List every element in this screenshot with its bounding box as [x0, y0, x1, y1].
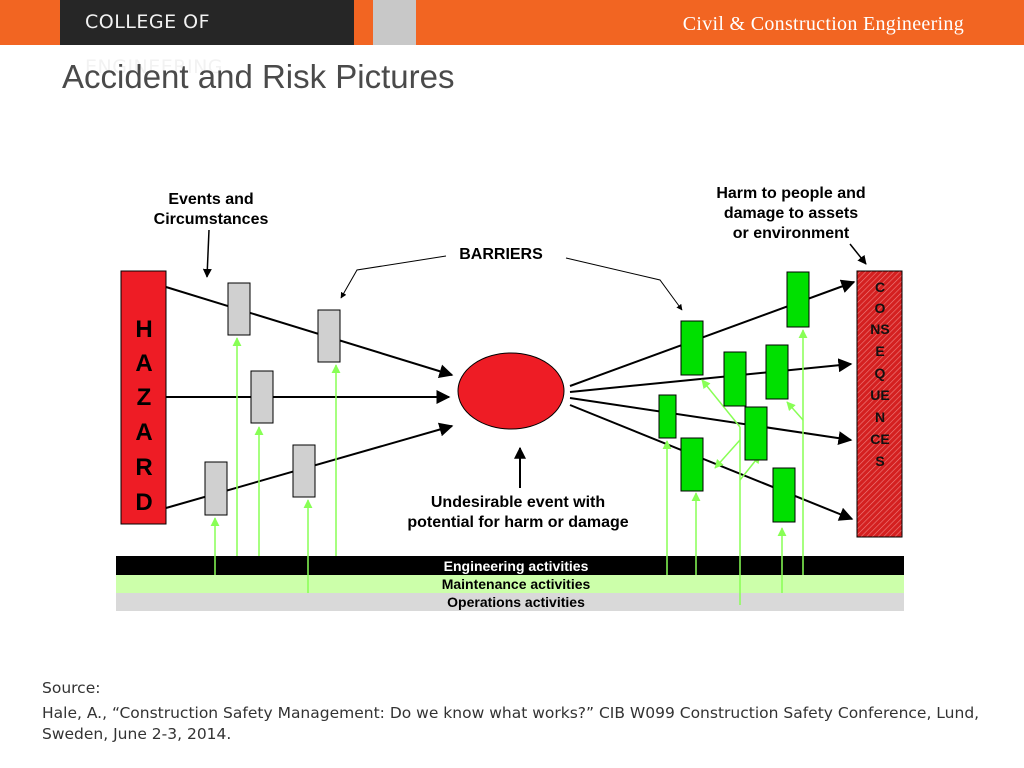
- mitigating-barrier: [765, 344, 789, 400]
- consequences-letter: C: [875, 279, 885, 295]
- harm-pointer: [849, 243, 867, 265]
- preventive-barrier: [317, 309, 341, 363]
- barriers-pointer-left: [340, 255, 447, 299]
- consequence-arrow: [569, 358, 853, 393]
- consequences-letter: Q: [875, 365, 886, 381]
- department-name: Civil & Construction Engineering: [682, 13, 964, 35]
- mitigating-barrier: [680, 437, 704, 492]
- engineering-label: Engineering activities: [444, 558, 589, 574]
- hazard-letter: D: [135, 489, 152, 516]
- preventive-barrier: [250, 370, 274, 424]
- hazard-letter: R: [135, 454, 152, 481]
- source-label: Source:: [42, 679, 101, 697]
- consequences-letter: S: [875, 453, 884, 469]
- undesirable-label-line2: potential for harm or damage: [407, 514, 628, 531]
- engineering-band: [116, 556, 904, 575]
- consequences-letter: CE: [870, 431, 889, 447]
- mitigating-barrier: [723, 351, 747, 407]
- slide-title: Accident and Risk Pictures: [62, 58, 455, 95]
- harm-label-line3: or environment: [733, 225, 850, 242]
- undesirable-label-line1: Undesirable event with: [431, 494, 605, 511]
- consequence-arrow: [569, 397, 853, 446]
- source-citation: Hale, A., “Construction Safety Managemen…: [42, 704, 980, 743]
- consequence-arrow: [569, 279, 856, 387]
- consequence-arrow: [569, 404, 854, 521]
- support-arrow: [701, 379, 741, 428]
- hazard-letter: A: [135, 419, 152, 446]
- mitigating-barrier: [658, 394, 677, 439]
- operations-label: Operations activities: [447, 594, 585, 610]
- operations-band: [116, 593, 904, 611]
- consequences-letter: N: [875, 409, 885, 425]
- maintenance-label: Maintenance activities: [442, 576, 591, 592]
- barriers-pointer-right: [565, 257, 683, 311]
- consequences-letter: O: [875, 300, 886, 316]
- college-name: COLLEGE OF ENGINEERING: [60, 0, 354, 78]
- support-arrow: [714, 439, 741, 469]
- hazard-box: [120, 270, 167, 525]
- support-arrow: [786, 401, 804, 421]
- mitigating-barrier: [744, 406, 768, 461]
- hazard-letter: Z: [137, 384, 152, 411]
- events-pointer: [202, 229, 212, 278]
- consequences-letter: UE: [870, 387, 889, 403]
- barriers-label: BARRIERS: [459, 246, 543, 263]
- consequences-letter: NS: [870, 321, 889, 337]
- consequences-box: [856, 270, 903, 538]
- maintenance-band: [116, 575, 904, 593]
- preventive-barrier: [292, 444, 316, 498]
- preventive-barrier: [227, 282, 251, 336]
- harm-label-line2: damage to assets: [724, 205, 858, 222]
- source-block: Source: Hale, A., “Construction Safety M…: [42, 678, 982, 745]
- mitigating-barrier: [786, 271, 810, 328]
- mitigating-barrier: [772, 467, 796, 523]
- hazard-letter: A: [135, 350, 152, 377]
- consequences-letter: E: [875, 343, 884, 359]
- header-divider-block: [373, 0, 416, 45]
- hazard-letter: H: [135, 316, 152, 343]
- undesirable-event: [457, 352, 565, 430]
- preventive-barrier: [204, 461, 228, 516]
- mitigating-barrier: [680, 320, 704, 376]
- events-label-line1: Events and: [168, 191, 253, 208]
- events-label-line2: Circumstances: [154, 211, 269, 228]
- threat-arrow: [165, 286, 454, 378]
- harm-label-line1: Harm to people and: [716, 185, 865, 202]
